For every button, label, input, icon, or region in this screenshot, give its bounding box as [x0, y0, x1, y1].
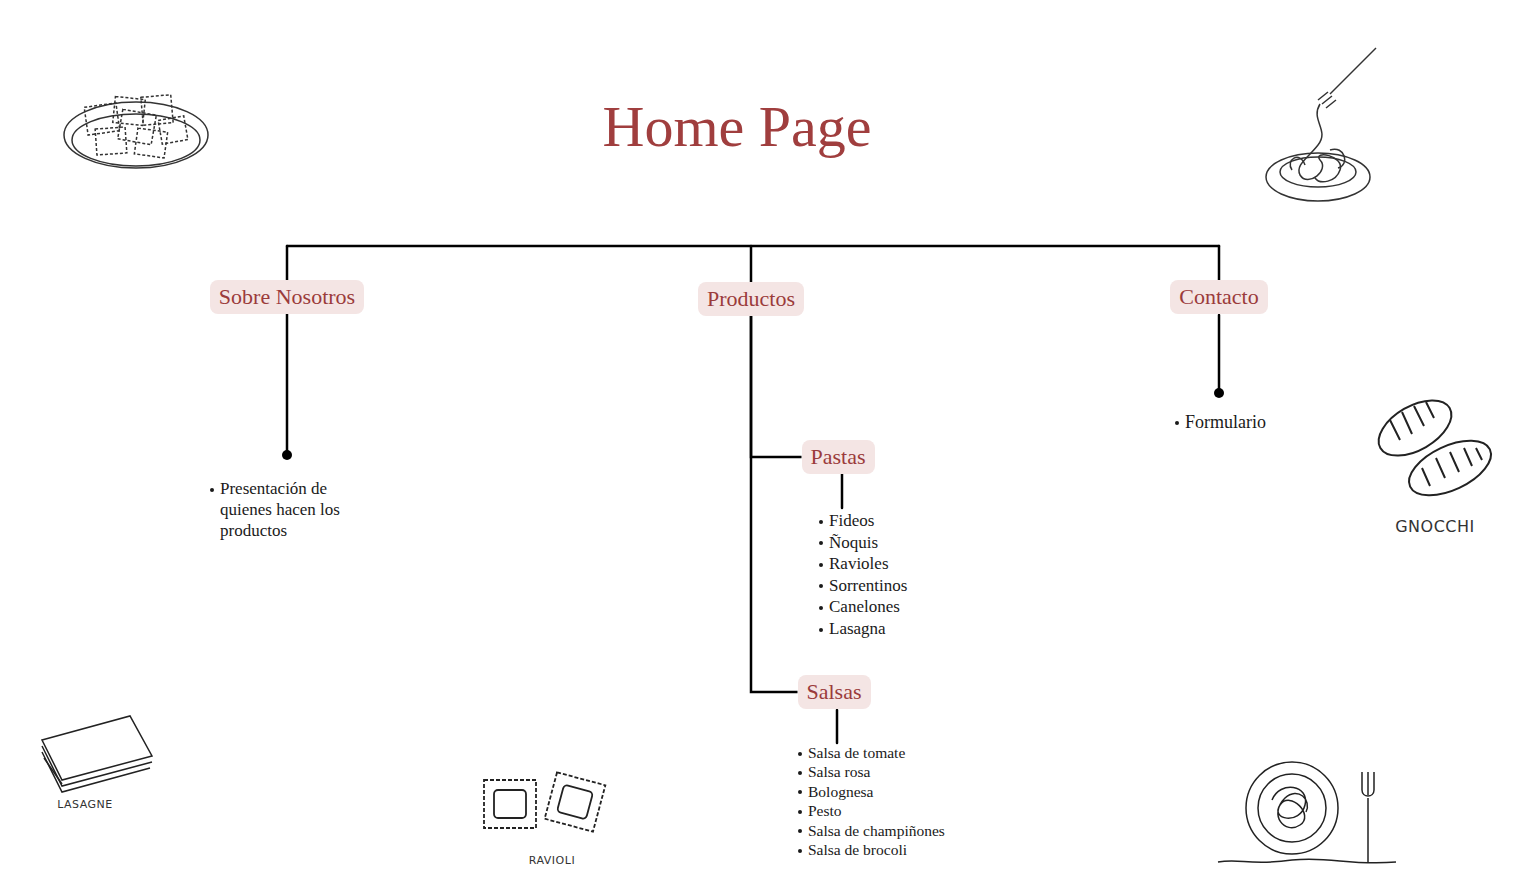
nav-pill: Productos [698, 282, 804, 316]
bullet-dot [819, 584, 823, 588]
ravioli-plate [64, 95, 208, 168]
list-item: Formulario [1185, 411, 1266, 433]
nav-pill: Pastas [802, 440, 875, 474]
list-item: Sorrentinos [829, 575, 907, 596]
bullet-dot [798, 810, 802, 814]
gnocchi-drawing [1369, 389, 1499, 507]
tree-connector [751, 316, 802, 457]
bullet-dot [798, 790, 802, 794]
list-item: Salsa rosa [808, 762, 870, 781]
list-item: Pesto [808, 801, 842, 820]
node-text: Sobre Nosotros [219, 283, 355, 310]
picture-caption: GNOCCHI [1395, 517, 1475, 537]
bullet-dot [819, 520, 823, 524]
pasta-fork [1266, 48, 1376, 201]
nav-pill: Contacto [1170, 280, 1267, 314]
nav-pill: Salsas [798, 675, 871, 709]
bullet-dot [798, 829, 802, 833]
end-dot [1214, 388, 1224, 398]
bullet-dot [798, 849, 802, 853]
tree-lines [287, 246, 1219, 743]
bullet-dot [1175, 421, 1179, 425]
list-item: Fideos [829, 510, 874, 531]
list-item: Salsa de champiñones [808, 821, 945, 840]
node-text: Contacto [1179, 283, 1258, 310]
node-text: Productos [707, 285, 795, 312]
page-title: Home Page [603, 94, 872, 160]
list-item: Salsa de tomate [808, 743, 905, 762]
list-item: Ñoquis [829, 532, 878, 553]
list-item: Canelones [829, 596, 900, 617]
list-item: Lasagna [829, 618, 886, 639]
list-item: Salsa de brocoli [808, 840, 907, 859]
bullet-dot [798, 771, 802, 775]
node-text: Pastas [811, 443, 866, 470]
list-item: Presentación de quienes hacen los produc… [220, 478, 370, 541]
list-item: Bolognesa [808, 782, 873, 801]
plate-drawing [1218, 762, 1396, 863]
list-item: Ravioles [829, 553, 889, 574]
bullet-dot [819, 563, 823, 567]
lasagne-drawing [42, 716, 152, 792]
node-text: Salsas [807, 678, 862, 705]
nav-pill: Sobre Nosotros [210, 280, 364, 314]
bullet-dot [819, 628, 823, 632]
picture-caption: LASAGNE [57, 798, 113, 812]
bullet-dot [798, 752, 802, 756]
bullet-dot [819, 541, 823, 545]
tree-connector [751, 316, 798, 692]
bullet-dot [819, 606, 823, 610]
end-dot [282, 450, 292, 460]
picture-caption: RAVIOLI [529, 854, 575, 868]
bullet-dot [210, 488, 214, 492]
ravioli-drawing [484, 772, 605, 831]
